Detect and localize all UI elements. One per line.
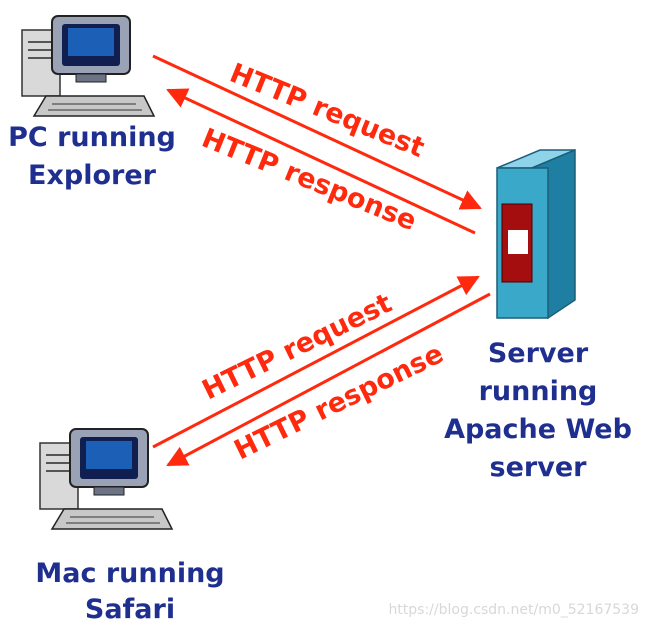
mac-label-line2: Safari — [85, 594, 175, 625]
pc-computer-icon — [21, 15, 156, 117]
server-label-line1: Server — [488, 338, 589, 369]
pc-label-line1: PC running — [8, 122, 176, 153]
watermark: https://blog.csdn.net/m0_52167539 — [388, 602, 639, 618]
mac-label: Mac running Safari — [35, 558, 224, 625]
pc-request-arrow — [152, 54, 482, 210]
pc-label-line2: Explorer — [28, 160, 157, 191]
server-label: Server running Apache Web server — [444, 338, 632, 483]
mac-request-arrow — [152, 275, 480, 449]
server-label-line2: running — [479, 376, 598, 407]
pc-response-arrow — [166, 88, 476, 235]
mac-response-arrow — [166, 292, 491, 467]
server-icon — [496, 148, 576, 320]
mac-label-line1: Mac running — [35, 558, 224, 589]
server-label-line4: server — [490, 452, 588, 483]
server-label-line3: Apache Web — [444, 414, 632, 445]
mac-computer-icon — [39, 428, 174, 530]
pc-label: PC running Explorer — [8, 122, 176, 191]
